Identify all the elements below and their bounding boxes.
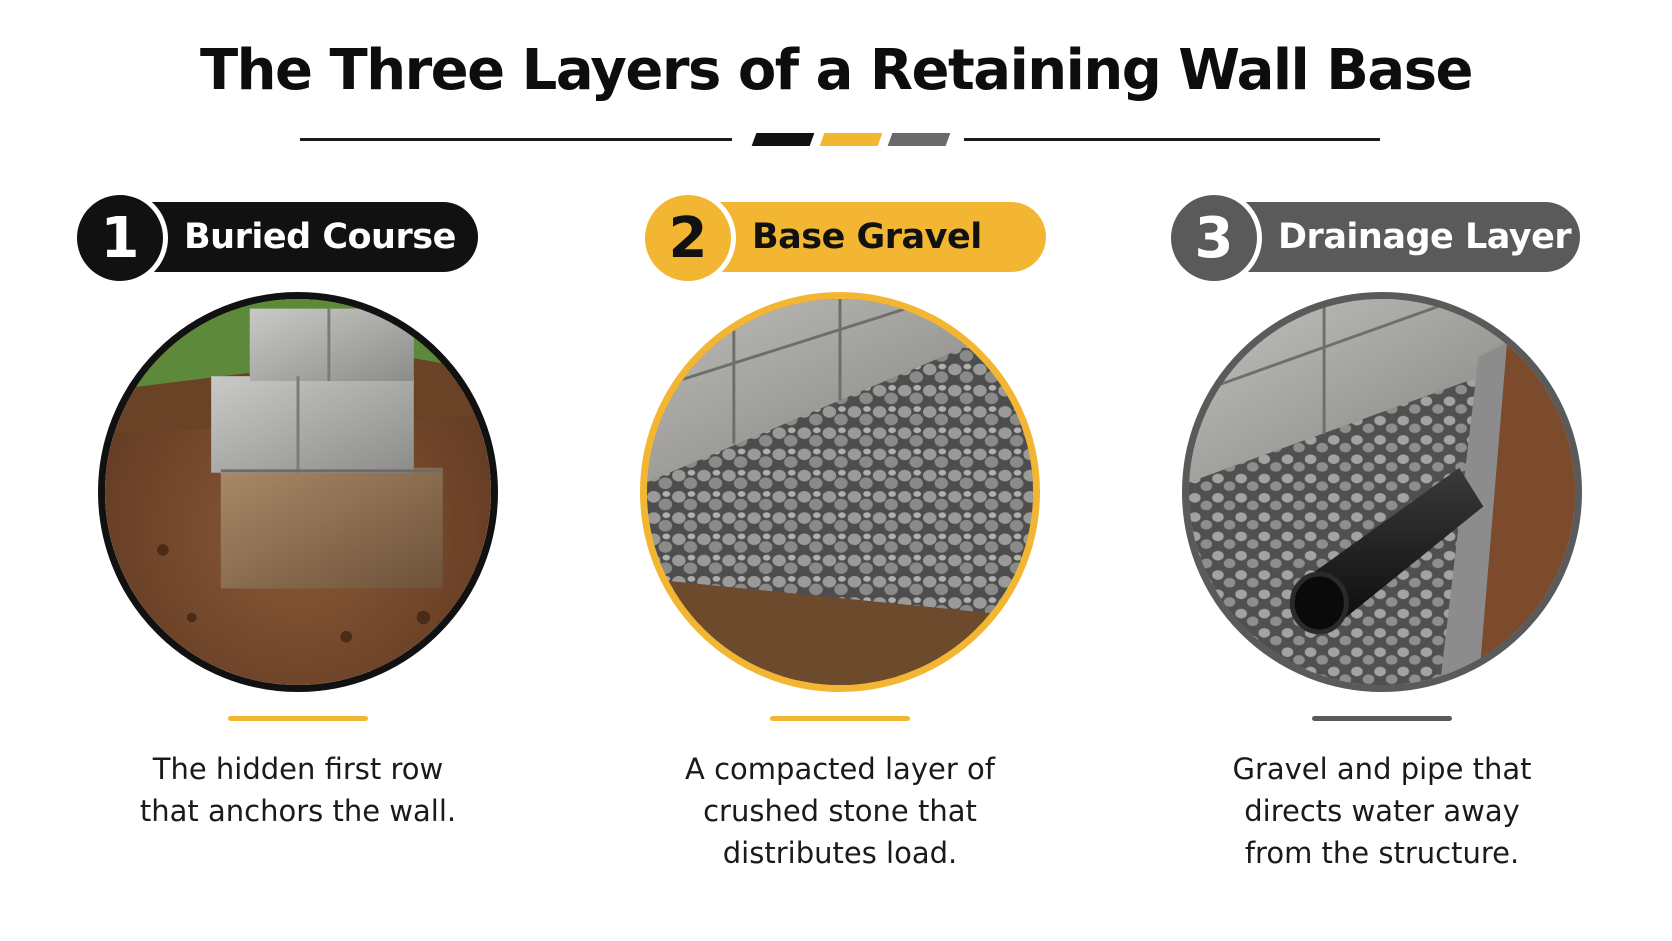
layer-badge: Buried Course 1 [72,190,532,286]
buried-course-photo [98,292,498,692]
description-line: The hidden first row [152,752,444,786]
layer-description: Gravel and pipe that directs water away … [1172,748,1592,874]
layer-description: The hidden first row that anchors the wa… [88,748,508,832]
layer-accent-bar [770,716,910,721]
layer-description: A compacted layer of crushed stone that … [630,748,1050,874]
description-line: Gravel and pipe that [1232,752,1532,786]
layer-badge: Drainage Layer 3 [1166,190,1626,286]
description-line: crushed stone that [703,794,977,828]
layer-card-base-gravel: Base Gravel 2 [640,0,1100,941]
layer-badge: Base Gravel 2 [640,190,1100,286]
layer-number: 2 [640,190,736,286]
layer-label: Drainage Layer [1222,202,1580,272]
page-title: The Three Layers of a Retaining Wall Bas… [199,38,1474,103]
layer-card-drainage-layer: Drainage Layer 3 [1166,0,1626,941]
base-gravel-photo [640,292,1040,692]
layer-accent-bar [1312,716,1452,721]
description-line: directs water away [1244,794,1520,828]
description-line: from the structure. [1244,836,1520,870]
divider-line-right [964,138,1380,141]
divider-line-left [300,138,732,141]
title-divider [0,133,1672,147]
layer-number: 3 [1166,190,1262,286]
layer-label: Base Gravel [696,202,1046,272]
layer-accent-bar [228,716,368,721]
description-line: that anchors the wall. [139,794,457,828]
layer-number: 1 [72,190,168,286]
layer-label: Buried Course [128,202,478,272]
drainage-layer-photo [1182,292,1582,692]
layer-card-buried-course: Buried Course 1 [72,0,532,941]
description-line: distributes load. [722,836,958,870]
description-line: A compacted layer of [685,752,995,786]
